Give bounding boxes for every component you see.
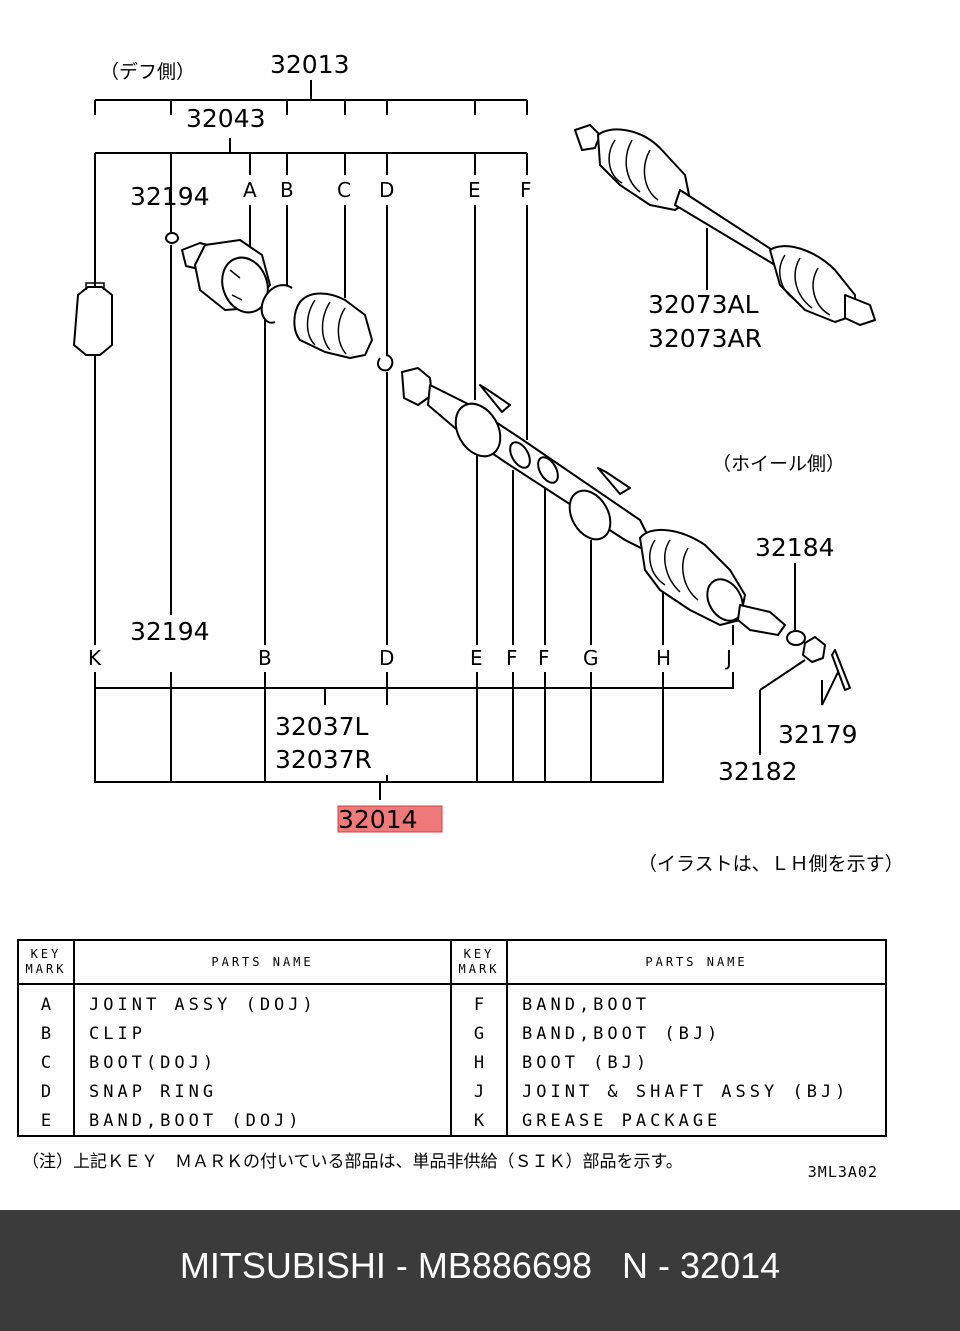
grease-package-icon bbox=[73, 282, 113, 356]
key-cell: A bbox=[17, 984, 75, 1019]
joint-assy-doj-icon bbox=[181, 239, 271, 314]
key-cell: J bbox=[450, 1077, 508, 1106]
table-row: A JOINT ASSY (DOJ) F BAND,BOOT bbox=[17, 984, 887, 1019]
o-ring-icon bbox=[165, 232, 179, 244]
name-cell: SNAP RING bbox=[73, 1077, 452, 1106]
key-cell: F bbox=[450, 984, 508, 1019]
key-letter: A bbox=[243, 178, 257, 202]
key-letter: E bbox=[470, 646, 483, 670]
top-key-letters: A B C D E F bbox=[243, 178, 532, 202]
key-cell: E bbox=[17, 1106, 75, 1136]
callout-32182: 32182 bbox=[718, 757, 798, 786]
key-letter: D bbox=[379, 646, 394, 670]
table-row: C BOOT(DOJ) H BOOT (BJ) bbox=[17, 1048, 887, 1077]
key-letter: D bbox=[379, 178, 394, 202]
key-letter: F bbox=[506, 646, 518, 670]
illustration-note: （イラストは、ＬＨ側を示す） bbox=[638, 853, 904, 875]
key-cell: G bbox=[450, 1019, 508, 1048]
callout-32194-bottom: 32194 bbox=[130, 617, 210, 646]
table-row: D SNAP RING J JOINT & SHAFT ASSY (BJ) bbox=[17, 1077, 887, 1106]
key-cell: B bbox=[17, 1019, 75, 1048]
diff-side-label: （デフ側） bbox=[100, 61, 195, 83]
name-cell: BAND,BOOT bbox=[506, 984, 887, 1019]
parts-name-header: PARTS NAME bbox=[73, 940, 452, 985]
callout-32184: 32184 bbox=[755, 533, 835, 562]
bottom-key-letters: K B D E F F G H J bbox=[88, 646, 732, 670]
parts-name-header: PARTS NAME bbox=[506, 940, 887, 985]
part-highlight bbox=[337, 805, 443, 833]
exploded-parts-diagram: （デフ側） 32013 32043 32194 32194 32073AL 32… bbox=[73, 50, 904, 875]
name-cell: BAND,BOOT (DOJ) bbox=[73, 1106, 452, 1136]
wheel-side-label: （ホイール側） bbox=[712, 453, 845, 475]
callout-32194-top: 32194 bbox=[130, 182, 210, 211]
key-letter: B bbox=[280, 178, 294, 202]
footer-part-number: MB886698 bbox=[417, 1244, 593, 1286]
callout-labels: （デフ側） 32013 32043 32194 32194 32073AL 32… bbox=[100, 50, 904, 875]
key-letter: G bbox=[583, 646, 599, 670]
key-cell: H bbox=[450, 1048, 508, 1077]
key-letter: E bbox=[468, 178, 481, 202]
footer-ref: N - 32014 bbox=[622, 1244, 781, 1286]
key-letter: B bbox=[258, 646, 272, 670]
key-letter: C bbox=[337, 178, 351, 202]
callout-32037l: 32037L bbox=[275, 712, 369, 741]
key-letter: F bbox=[538, 646, 550, 670]
callout-32073al: 32073AL bbox=[648, 290, 759, 319]
key-letter: J bbox=[724, 646, 732, 670]
key-letter: F bbox=[520, 178, 532, 202]
table-row: B CLIP G BAND,BOOT (BJ) bbox=[17, 1019, 887, 1048]
name-cell: JOINT & SHAFT ASSY (BJ) bbox=[506, 1077, 887, 1106]
footer-gap bbox=[592, 1245, 622, 1297]
washer-icon bbox=[786, 630, 806, 646]
callout-32037r: 32037R bbox=[275, 745, 372, 774]
complete-driveshaft-icon bbox=[574, 124, 876, 326]
name-cell: BOOT(DOJ) bbox=[73, 1048, 452, 1077]
snap-ring-icon bbox=[377, 354, 394, 372]
diagram-code: 3ML3A02 bbox=[807, 1163, 878, 1181]
footer-bar: MITSUBISHI - MB886698 N - 32014 bbox=[0, 1210, 960, 1331]
nut-icon bbox=[802, 636, 826, 663]
name-cell: GREASE PACKAGE bbox=[506, 1106, 887, 1136]
key-letter: K bbox=[88, 646, 102, 670]
key-letter: H bbox=[656, 646, 671, 670]
table-row: E BAND,BOOT (DOJ) K GREASE PACKAGE bbox=[17, 1106, 887, 1136]
clip-icon bbox=[260, 284, 293, 324]
key-cell: C bbox=[17, 1048, 75, 1077]
key-mark-note: （注）上記ＫＥＹ ＭＡＲＫの付いている部品は、単品非供給（ＳＩＫ）部品を示す。 bbox=[22, 1152, 683, 1172]
footer-separator: - bbox=[385, 1244, 418, 1286]
key-cell: K bbox=[450, 1106, 508, 1136]
driveshaft-parts bbox=[73, 124, 876, 691]
key-cell: D bbox=[17, 1077, 75, 1106]
callout-32073ar: 32073AR bbox=[648, 324, 762, 353]
callout-32014: 32014 bbox=[338, 805, 418, 834]
boot-doj-icon bbox=[293, 292, 373, 359]
callout-32043: 32043 bbox=[186, 104, 266, 133]
joint-shaft-assy-icon bbox=[401, 367, 786, 636]
name-cell: BAND,BOOT (BJ) bbox=[506, 1019, 887, 1048]
name-cell: JOINT ASSY (DOJ) bbox=[73, 984, 452, 1019]
bracket-lines bbox=[94, 80, 841, 800]
callout-32179: 32179 bbox=[778, 720, 858, 749]
callout-32013: 32013 bbox=[270, 50, 350, 79]
name-cell: CLIP bbox=[73, 1019, 452, 1048]
name-cell: BOOT (BJ) bbox=[506, 1048, 887, 1077]
cotter-pin-icon bbox=[831, 649, 851, 691]
footer-brand: MITSUBISHI bbox=[179, 1244, 386, 1286]
